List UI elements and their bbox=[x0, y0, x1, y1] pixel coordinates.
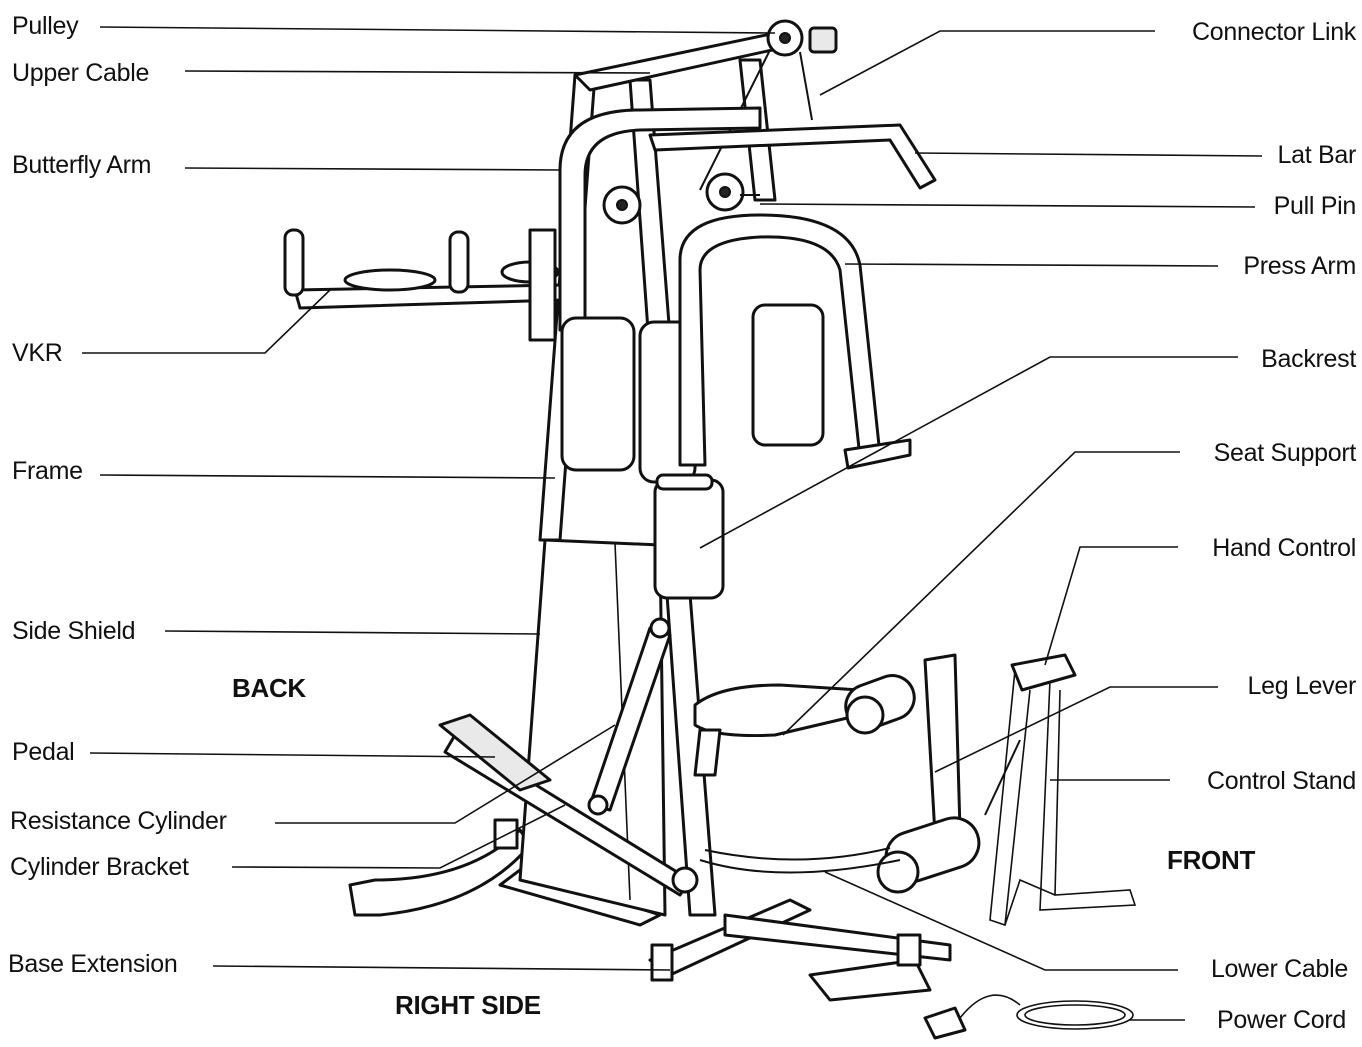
label-connector-link: Connector Link bbox=[1192, 18, 1356, 46]
lower-pulley-right-hub bbox=[719, 186, 731, 198]
butterfly-arm-shape bbox=[558, 106, 762, 332]
backrest-knob bbox=[655, 473, 714, 491]
leader-resistance-cylinder bbox=[275, 724, 616, 824]
label-butterfly-arm: Butterfly Arm bbox=[12, 151, 152, 179]
pedal-pivot bbox=[671, 866, 699, 894]
label-control-stand: Control Stand bbox=[1207, 767, 1356, 795]
leader-pulley bbox=[99, 26, 776, 34]
vkr-mount bbox=[528, 228, 557, 342]
leader-base-extension bbox=[212, 965, 671, 971]
leader-backrest bbox=[699, 356, 1238, 549]
leader-frame bbox=[99, 474, 556, 479]
label-leg-lever: Leg Lever bbox=[1247, 672, 1357, 700]
label-upper-cable: Upper Cable bbox=[12, 59, 150, 87]
pedal-plate bbox=[438, 713, 552, 792]
upper-cable-line-2 bbox=[799, 51, 813, 121]
label-cylinder-bracket: Cylinder Bracket bbox=[10, 853, 189, 881]
orientation-front: FRONT bbox=[1167, 845, 1256, 875]
leader-vkr bbox=[82, 289, 331, 354]
label-hand-control: Hand Control bbox=[1212, 534, 1356, 562]
vkr-bar bbox=[293, 283, 562, 310]
arm-pad-left bbox=[560, 316, 636, 472]
label-lat-bar: Lat Bar bbox=[1277, 141, 1356, 169]
cylinder-top-joint bbox=[649, 617, 671, 639]
power-plug bbox=[923, 1006, 967, 1040]
seat-roller-top-end bbox=[845, 695, 885, 735]
orientation-right-side: RIGHT SIDE bbox=[395, 990, 541, 1020]
label-pulley: Pulley bbox=[12, 12, 79, 40]
power-cord-coil-inner bbox=[1024, 1004, 1126, 1026]
lat-bar-shape bbox=[648, 123, 937, 190]
lower-cable-loop bbox=[699, 859, 901, 874]
label-backrest: Backrest bbox=[1261, 345, 1356, 373]
hand-control-box bbox=[1010, 653, 1077, 692]
label-resistance-cylinder: Resistance Cylinder bbox=[10, 807, 227, 835]
leader-leg-lever bbox=[934, 686, 1218, 773]
label-pull-pin: Pull Pin bbox=[1273, 192, 1357, 220]
power-cord-coil bbox=[1016, 1000, 1134, 1030]
lower-cable-loop-2 bbox=[704, 847, 891, 861]
orientation-back: BACK bbox=[232, 673, 306, 703]
label-lower-cable: Lower Cable bbox=[1210, 955, 1348, 983]
base-end-cap-right bbox=[896, 933, 922, 967]
press-arm-shape bbox=[678, 213, 882, 467]
leader-hand-control bbox=[1044, 546, 1178, 666]
label-seat-support: Seat Support bbox=[1213, 439, 1357, 467]
label-press-arm: Press Arm bbox=[1243, 252, 1356, 280]
leader-cylinder-bracket bbox=[231, 804, 566, 869]
power-cord-lead bbox=[959, 994, 1021, 1019]
label-base-extension: Base Extension bbox=[8, 950, 178, 978]
label-vkr: VKR bbox=[12, 339, 63, 367]
seat-support-post bbox=[693, 728, 722, 777]
seat-pad bbox=[693, 683, 862, 738]
leader-pull-pin bbox=[759, 203, 1256, 208]
label-pedal: Pedal bbox=[12, 738, 75, 766]
leader-pedal bbox=[89, 752, 496, 758]
leader-press-arm bbox=[844, 263, 1219, 267]
press-arm-handle bbox=[843, 438, 912, 470]
press-arm-pad bbox=[751, 303, 825, 447]
leader-seat-support bbox=[782, 451, 1180, 736]
base-foot-plate bbox=[808, 958, 932, 1002]
label-power-cord: Power Cord bbox=[1217, 1006, 1346, 1034]
vkr-handle-left bbox=[283, 228, 305, 297]
base-end-cap bbox=[650, 943, 674, 982]
control-stand-frame bbox=[989, 669, 1137, 927]
leader-lines bbox=[82, 26, 1263, 1021]
lower-pulley-left-hub bbox=[616, 199, 628, 211]
leader-butterfly-arm bbox=[184, 167, 561, 171]
label-side-shield: Side Shield bbox=[12, 617, 136, 645]
label-frame: Frame bbox=[12, 457, 83, 485]
control-cord bbox=[984, 739, 1021, 816]
cylinder-bottom-joint bbox=[587, 794, 609, 816]
vkr-handle-right bbox=[448, 230, 470, 294]
leader-side-shield bbox=[164, 630, 541, 635]
leg-lever-arm bbox=[923, 653, 962, 837]
backrest-pad bbox=[653, 478, 725, 600]
vkr-pad-left bbox=[343, 268, 437, 292]
leader-connector-link bbox=[819, 30, 1155, 96]
base-extension bbox=[723, 913, 952, 962]
leader-lower-cable bbox=[824, 871, 1178, 971]
connector-block bbox=[808, 26, 838, 54]
leader-upper-cable bbox=[184, 70, 651, 74]
leg-roller-bottom-end bbox=[876, 850, 920, 894]
top-pulley-hub bbox=[779, 32, 791, 44]
leader-lat-bar bbox=[914, 152, 1263, 157]
